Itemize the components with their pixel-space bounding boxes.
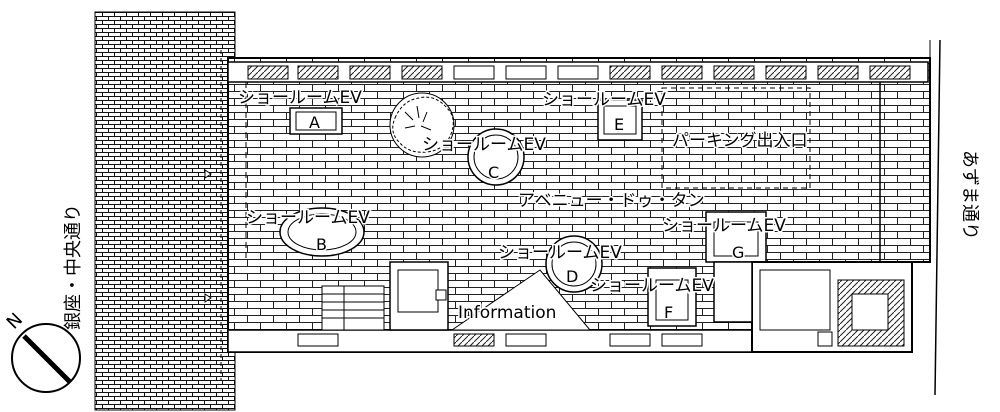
tree	[389, 92, 455, 158]
elevator-e-letter: E	[614, 115, 624, 134]
label-showroom-e: ショールームEV	[542, 90, 666, 110]
staircase-left	[321, 285, 385, 331]
elevator-d: D	[545, 235, 603, 293]
elevator-c-letter: C	[488, 163, 499, 182]
sidewalk-ginza	[94, 11, 236, 411]
label-showroom-d: ショールームEV	[498, 243, 622, 263]
elevator-b-letter: B	[316, 235, 327, 254]
parking-zone	[661, 87, 811, 189]
label-avenue: アベニュー・ドゥ・タン	[518, 191, 705, 211]
elevator-a: A	[289, 107, 343, 135]
label-showroom-g: ショールームEV	[662, 216, 786, 236]
label-showroom-f: ショールームEV	[590, 276, 714, 296]
elevator-g-letter: G	[732, 243, 744, 262]
label-showroom-b: ショールームEV	[246, 208, 370, 228]
compass-north-label: N	[3, 309, 27, 333]
label-showroom-c: ショールームEV	[422, 135, 546, 155]
elevator-c: C	[467, 128, 525, 186]
elevator-g: G	[705, 211, 767, 264]
service-core	[389, 261, 592, 331]
label-parking: パーキング出入口	[672, 131, 808, 151]
elevator-f-letter: F	[664, 303, 673, 322]
planter-row	[247, 65, 911, 80]
label-information: Information	[458, 303, 556, 323]
elevator-e: E	[597, 99, 643, 141]
street-label-ginza: 銀座・中央通り	[63, 204, 84, 330]
north-compass: N	[3, 309, 81, 393]
elevator-a-letter: A	[309, 113, 320, 132]
service-core-right	[713, 261, 913, 353]
label-showroom-a: ショールームEV	[238, 88, 362, 108]
entrance-markers	[204, 169, 212, 303]
elevator-f: F	[647, 267, 697, 327]
elevator-b: B	[279, 207, 365, 257]
elevator-d-letter: D	[566, 267, 578, 286]
street-label-azuma: あずま通り	[959, 150, 980, 240]
